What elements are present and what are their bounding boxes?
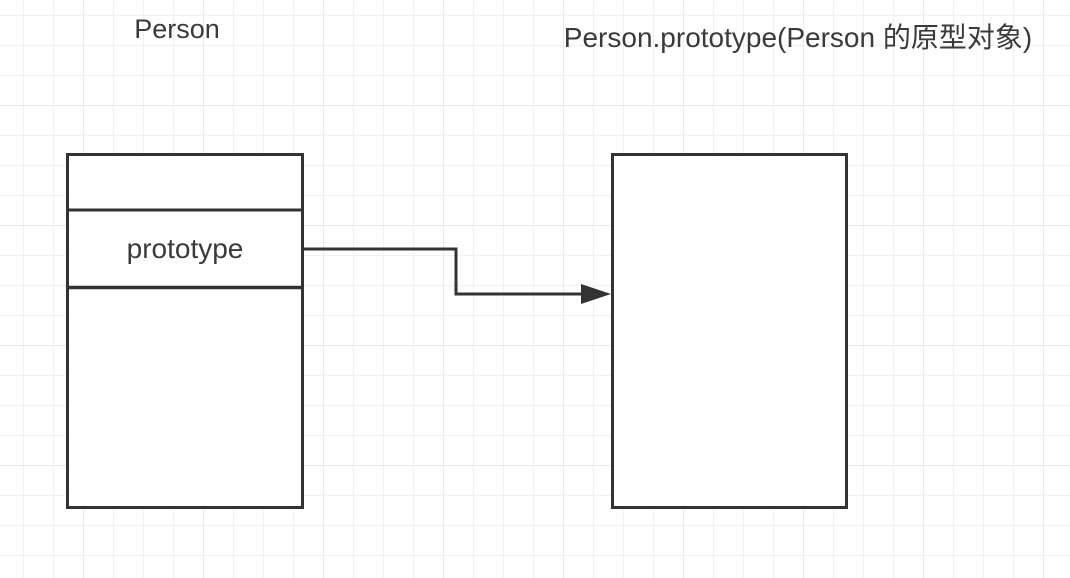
prototype-object-box[interactable] <box>611 153 848 509</box>
connector-line <box>303 247 583 296</box>
connector-arrowhead <box>581 284 611 304</box>
person-constructor-box[interactable] <box>66 153 304 509</box>
person-constructor-node: prototype <box>66 153 304 509</box>
prototype-connector-arrow[interactable] <box>303 247 611 304</box>
prototype-object-title-label[interactable]: Person.prototype(Person 的原型对象) <box>564 22 1032 53</box>
person-title-label[interactable]: Person <box>134 14 220 44</box>
prototype-slot-label[interactable]: prototype <box>127 233 244 264</box>
